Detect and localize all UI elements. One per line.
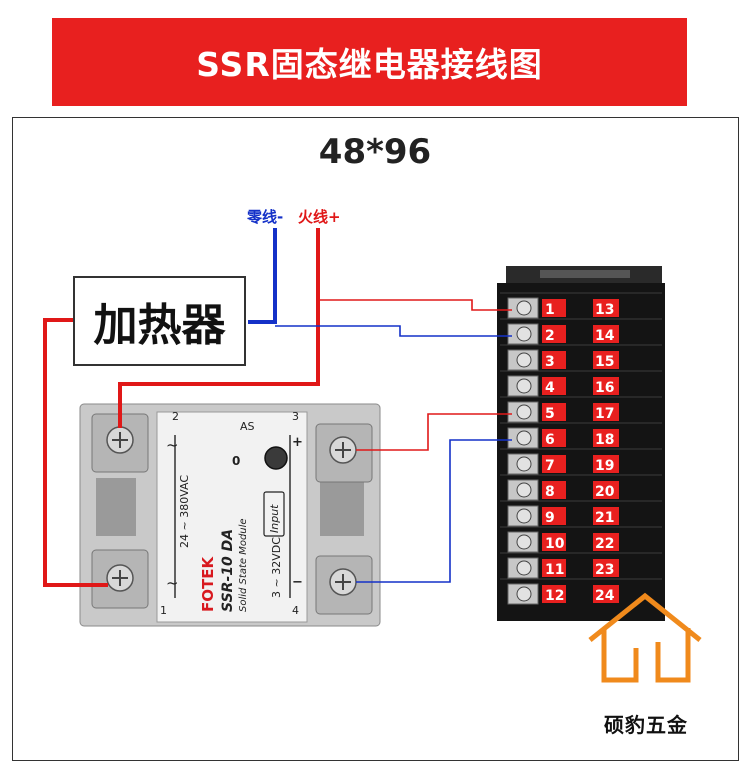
ssr-dc-range: 3 ~ 32VDC [270, 537, 283, 598]
controller-terminal-number: 11 [545, 562, 564, 578]
ssr-terminal-label-1: 1 [160, 604, 167, 617]
controller-terminal-number: 24 [595, 588, 615, 604]
ssr-label-face [156, 411, 308, 623]
controller-terminal-number: 2 [545, 328, 555, 344]
controller-terminal-number: 8 [545, 484, 555, 500]
controller-terminal-row: 7 19 [500, 448, 662, 475]
controller-screw-head [516, 456, 532, 472]
controller-terminal-number: 13 [595, 302, 614, 318]
ssr-input-box [263, 491, 285, 537]
controller-terminal-number: 9 [545, 510, 555, 526]
controller-screw-head [516, 378, 532, 394]
controller-terminal-number: 14 [595, 328, 615, 344]
controller-terminal-row: 2 14 [500, 318, 662, 345]
ssr-subtitle: Solid State Module [238, 518, 249, 612]
ssr-plus-mark: + [292, 435, 303, 450]
live-wire-to-terminal-1 [318, 299, 512, 311]
controller-terminal-number: 21 [595, 510, 614, 526]
ssr-model: SSR-10 DA [220, 529, 236, 612]
neutral-wire-to-heater [248, 228, 277, 324]
diagram-frame [12, 117, 739, 761]
temperature-controller: 1 13 2 14 3 15 4 16 5 17 6 18 7 19 8 20 9 21 10 22 11 23 12 24 [497, 266, 665, 621]
ssr-led-indicator [264, 446, 288, 470]
ssr-ac-tilde-bottom: ~ [166, 574, 179, 592]
controller-screw-head [516, 326, 532, 342]
controller-screw-head [516, 482, 532, 498]
house-logo-icon [588, 592, 702, 683]
controller-terminal-number: 10 [545, 536, 565, 552]
controller-terminal-number: 4 [545, 380, 555, 396]
controller-terminal-row: 8 20 [500, 474, 662, 501]
watermark-text: 硕豹五金 [604, 713, 688, 737]
controller-terminal-row: 4 16 [500, 370, 662, 397]
controller-terminal-row: 12 24 [500, 578, 662, 605]
ssr-terminal-label-2: 2 [172, 410, 179, 423]
controller-screw-head [516, 534, 532, 550]
ssr-minus-to-terminal-6 [356, 439, 512, 583]
controller-screw-head [516, 404, 532, 420]
ssr-brand: FOTEK [199, 556, 217, 612]
controller-terminal-number: 20 [595, 484, 615, 500]
ssr-plus-to-terminal-5 [356, 413, 512, 451]
controller-terminal-number: 23 [595, 562, 614, 578]
ssr-ul-mark: AS [240, 420, 255, 433]
title-banner: SSR固态继电器接线图 [52, 18, 687, 106]
live-wire-label: 火线+ [298, 208, 341, 226]
ssr-mount-slot-left [96, 478, 136, 536]
controller-terminal-row: 6 18 [500, 422, 662, 449]
controller-size-label: 48*96 [318, 132, 432, 172]
controller-vent [540, 270, 630, 278]
ssr-led-mark: 0 [232, 454, 240, 468]
controller-screw-head [516, 352, 532, 368]
ssr-terminal-screw-4 [91, 549, 149, 609]
controller-terminal-row: 5 17 [500, 396, 662, 423]
controller-terminal-row: 9 21 [500, 500, 662, 527]
controller-terminal-number: 12 [545, 588, 564, 604]
controller-terminal-number: 17 [595, 406, 614, 422]
controller-terminal-row: 10 22 [500, 526, 662, 553]
ssr-minus-mark: − [292, 575, 303, 590]
ssr-ac-range: 24 ~ 380VAC [178, 475, 191, 548]
controller-screw-head [516, 300, 532, 316]
controller-screw-head [516, 508, 532, 524]
ssr-mount-slot-right [320, 478, 364, 536]
title-text: SSR固态继电器接线图 [196, 45, 543, 84]
controller-terminal-number: 5 [545, 406, 555, 422]
controller-screw-head [516, 586, 532, 602]
heater-to-ssr-wire [43, 318, 108, 587]
controller-terminal-number: 6 [545, 432, 555, 448]
controller-terminal-rows: 1 13 2 14 3 15 4 16 5 17 6 18 7 19 8 20 9 21 10 22 11 23 12 24 [500, 292, 662, 605]
controller-terminal-number: 1 [545, 302, 555, 318]
heater-box: 加热器 [73, 276, 246, 366]
neutral-wire-label: 零线- [247, 208, 284, 226]
solid-state-relay: 2 3 1 4 ~ ~ + − 0 AS 24 ~ 380VAC FOTEK S… [79, 403, 381, 627]
ssr-terminal-label-4: 4 [292, 604, 299, 617]
ssr-input-label: Input [268, 504, 281, 533]
ssr-terminal-screw-3 [315, 423, 373, 483]
controller-terminal-number: 19 [595, 458, 614, 474]
ssr-terminal-label-3: 3 [292, 410, 299, 423]
controller-terminal-row: 11 23 [500, 552, 662, 579]
controller-screw-head [516, 430, 532, 446]
wires [43, 228, 512, 587]
controller-terminal-row: 3 15 [500, 344, 662, 371]
live-wire-to-ssr [118, 228, 320, 428]
neutral-wire-to-terminal-2 [275, 325, 512, 337]
ssr-terminal-screw-2 [315, 555, 373, 615]
controller-screw-head [516, 560, 532, 576]
controller-terminal-number: 16 [595, 380, 614, 396]
controller-terminal-row: 1 13 [500, 292, 662, 319]
controller-terminal-number: 7 [545, 458, 555, 474]
controller-terminal-number: 18 [595, 432, 614, 448]
controller-terminal-number: 22 [595, 536, 614, 552]
controller-terminal-number: 15 [595, 354, 614, 370]
ssr-ac-tilde-top: ~ [166, 436, 179, 454]
controller-terminal-number: 3 [545, 354, 555, 370]
heater-label: 加热器 [93, 300, 226, 351]
